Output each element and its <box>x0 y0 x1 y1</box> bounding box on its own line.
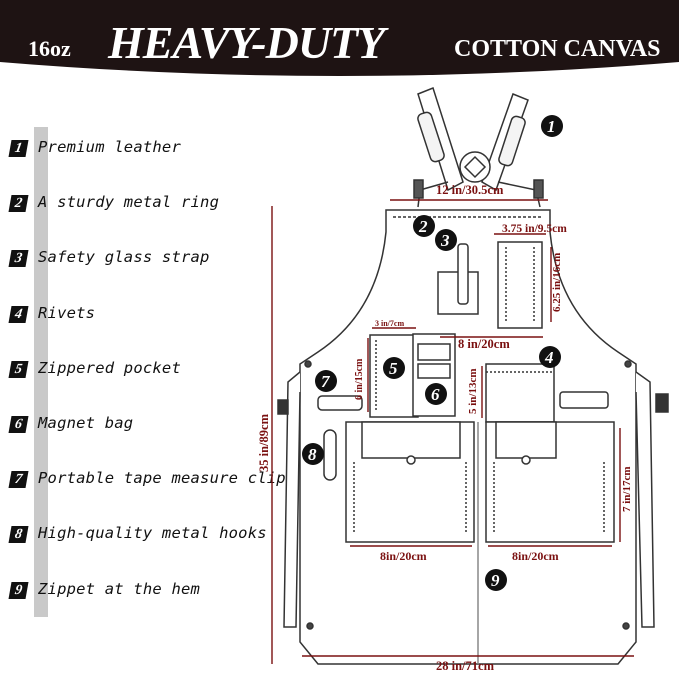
zipper-pocket <box>369 334 419 418</box>
dim-chest-width: 8 in/20cm <box>458 337 510 351</box>
feature-number-badge: 4 <box>8 305 29 323</box>
callout-3: 3 <box>440 231 450 250</box>
metal-ring <box>459 151 491 183</box>
feature-number-badge: 2 <box>8 195 29 213</box>
callout-9: 9 <box>491 571 500 590</box>
glasses-pocket <box>497 241 543 329</box>
feature-number-badge: 6 <box>8 416 29 433</box>
dim-small-height: 6 in/15cm <box>354 358 365 400</box>
feature-label: Rivets <box>38 303 96 322</box>
dim-glasses-width: 3.75 in/9.5cm <box>502 223 567 235</box>
weight-text: 16oz <box>28 36 71 61</box>
dim-top-width: 12 in/30.5cm <box>436 183 504 197</box>
feature-label: Zippet at the hem <box>38 579 201 598</box>
callout-8: 8 <box>308 445 317 464</box>
callout-1: 1 <box>547 117 556 136</box>
dim-glasses-height: 6.25 in/16cm <box>551 253 563 312</box>
feature-number-badge: 8 <box>8 526 29 544</box>
feature-list-bar <box>34 127 48 617</box>
callout-5: 5 <box>389 359 398 378</box>
callout-7: 7 <box>321 372 331 391</box>
tape-clip <box>317 395 363 411</box>
feature-number-badge: 7 <box>8 471 29 489</box>
feature-number-badge: 3 <box>8 250 29 268</box>
feature-label: Premium leather <box>38 138 181 156</box>
dim-mid-height: 5 in/13cm <box>467 368 479 414</box>
header-banner: 16oz HEAVY-DUTY COTTON CANVAS <box>0 0 679 80</box>
dim-right-width: 8in/20cm <box>512 549 559 563</box>
dim-small-width: 3 in/7cm <box>375 319 404 328</box>
dim-bottom-width: 28 in/71cm <box>436 659 495 672</box>
left-waist-tie <box>283 371 301 628</box>
material-text: COTTON CANVAS <box>454 36 661 62</box>
dim-side-height: 7 in/17cm <box>621 466 633 512</box>
right-waist-tie <box>635 371 655 628</box>
feature-number-badge: 1 <box>8 140 29 157</box>
apron-illustration: 12 in/30.5cm 3.75 in/9.5cm 6.25 in/16cm … <box>257 82 679 673</box>
right-leather-pad <box>498 115 526 167</box>
feature-label: Safety glass strap <box>38 248 210 267</box>
banner-shape <box>0 0 679 76</box>
mid-panel <box>485 363 555 423</box>
headline-text: HEAVY-DUTY <box>108 17 385 68</box>
banner-title: 16oz HEAVY-DUTY COTTON CANVAS <box>0 14 679 74</box>
feature-label: A sturdy metal ring <box>38 193 220 212</box>
feature-label: Magnet bag <box>38 414 134 432</box>
feature-label: Zippered pocket <box>38 358 181 377</box>
callout-4: 4 <box>544 348 554 367</box>
dim-left-width: 8in/20cm <box>380 549 427 563</box>
feature-label: Portable tape measure clip <box>38 469 286 488</box>
dim-total-length: 35 in/89cm <box>258 413 271 472</box>
feature-number-badge: 5 <box>8 360 29 378</box>
feature-label: High-quality metal hooks <box>38 524 267 543</box>
callout-2: 2 <box>418 217 428 236</box>
callout-6: 6 <box>431 385 440 404</box>
feature-number-badge: 9 <box>8 581 29 599</box>
apron-svg: 12 in/30.5cm 3.75 in/9.5cm 6.25 in/16cm … <box>257 87 669 673</box>
left-leather-pad <box>417 111 445 163</box>
